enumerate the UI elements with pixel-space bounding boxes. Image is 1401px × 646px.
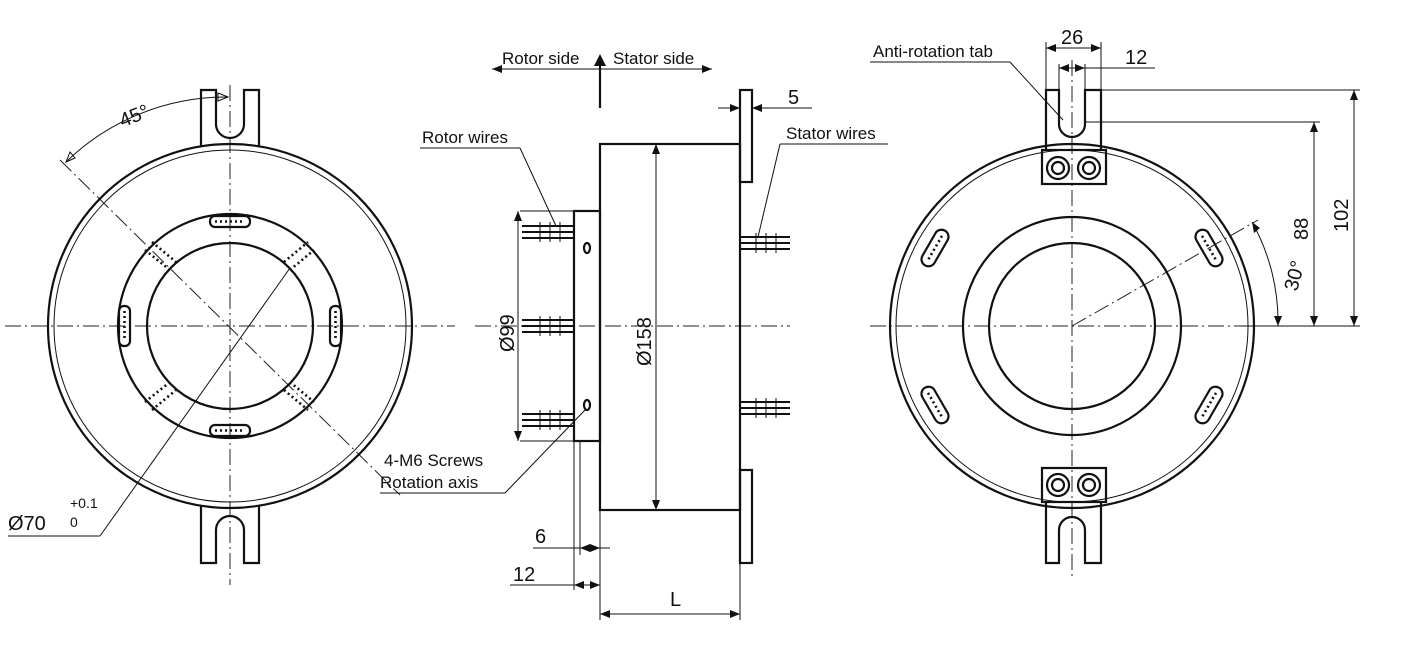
left-tab-bottom (199, 506, 261, 565)
left-slot-top (208, 214, 252, 229)
right-tab-top-clamp (1040, 148, 1108, 186)
left-slot-right (328, 304, 343, 348)
rotor-wire-bundles (522, 222, 574, 430)
left-housing-inner (53, 149, 407, 503)
right-bore-ring (961, 215, 1183, 437)
side-tab-top (738, 88, 754, 184)
rotor-side-label: Rotor side (502, 49, 579, 68)
stator-side-label: Stator side (613, 49, 694, 68)
flange-thickness-label: 5 (788, 87, 799, 109)
left-view: 45° Ø70 +0.1 0 (5, 85, 455, 585)
left-tab-top (199, 88, 261, 146)
bore-diameter-label: Ø70 (8, 513, 46, 535)
right-tab-top (1040, 88, 1108, 186)
right-wire-slots (920, 228, 1224, 425)
height-102-label: 102 (1331, 199, 1353, 232)
angle-30-label: 30° (1281, 258, 1310, 293)
left-bore (145, 241, 315, 411)
rotation-axis-label: Rotation axis (380, 473, 478, 492)
rotor-flange-dia-label: Ø99 (497, 314, 519, 352)
right-tab-bottom (1040, 466, 1108, 565)
stator-wire-bundles (740, 233, 790, 418)
rotor-flange-length-label: 12 (513, 564, 535, 586)
angle-45-label: 45° (116, 101, 152, 133)
anti-rotation-tab-label: Anti-rotation tab (873, 42, 993, 61)
left-screw-marks (144, 241, 315, 411)
tab-slot-label: 12 (1125, 47, 1147, 69)
stator-wires-label: Stator wires (786, 124, 876, 143)
right-bore (987, 241, 1157, 411)
left-slot-left (117, 304, 132, 348)
left-housing-outer (46, 142, 414, 510)
screws-label: 4-M6 Screws (384, 451, 483, 470)
right-view: Anti-rotation tab 26 12 88 102 (870, 27, 1360, 580)
side-housing (598, 142, 742, 512)
right-tab-bottom-clamp (1040, 466, 1108, 504)
length-label: L (670, 589, 681, 611)
side-view: Rotor side Stator side (380, 49, 888, 620)
rotor-wires-label: Rotor wires (422, 128, 508, 147)
left-slot-bottom (208, 423, 252, 438)
side-tab-bottom (738, 468, 754, 565)
bore-tol-upper: +0.1 (70, 495, 98, 511)
bore-tol-lower: 0 (70, 514, 78, 530)
tab-width-label: 26 (1061, 27, 1083, 49)
height-88-label: 88 (1291, 218, 1313, 240)
housing-dia-label: Ø158 (634, 317, 656, 366)
rotor-step-label: 6 (535, 526, 546, 548)
